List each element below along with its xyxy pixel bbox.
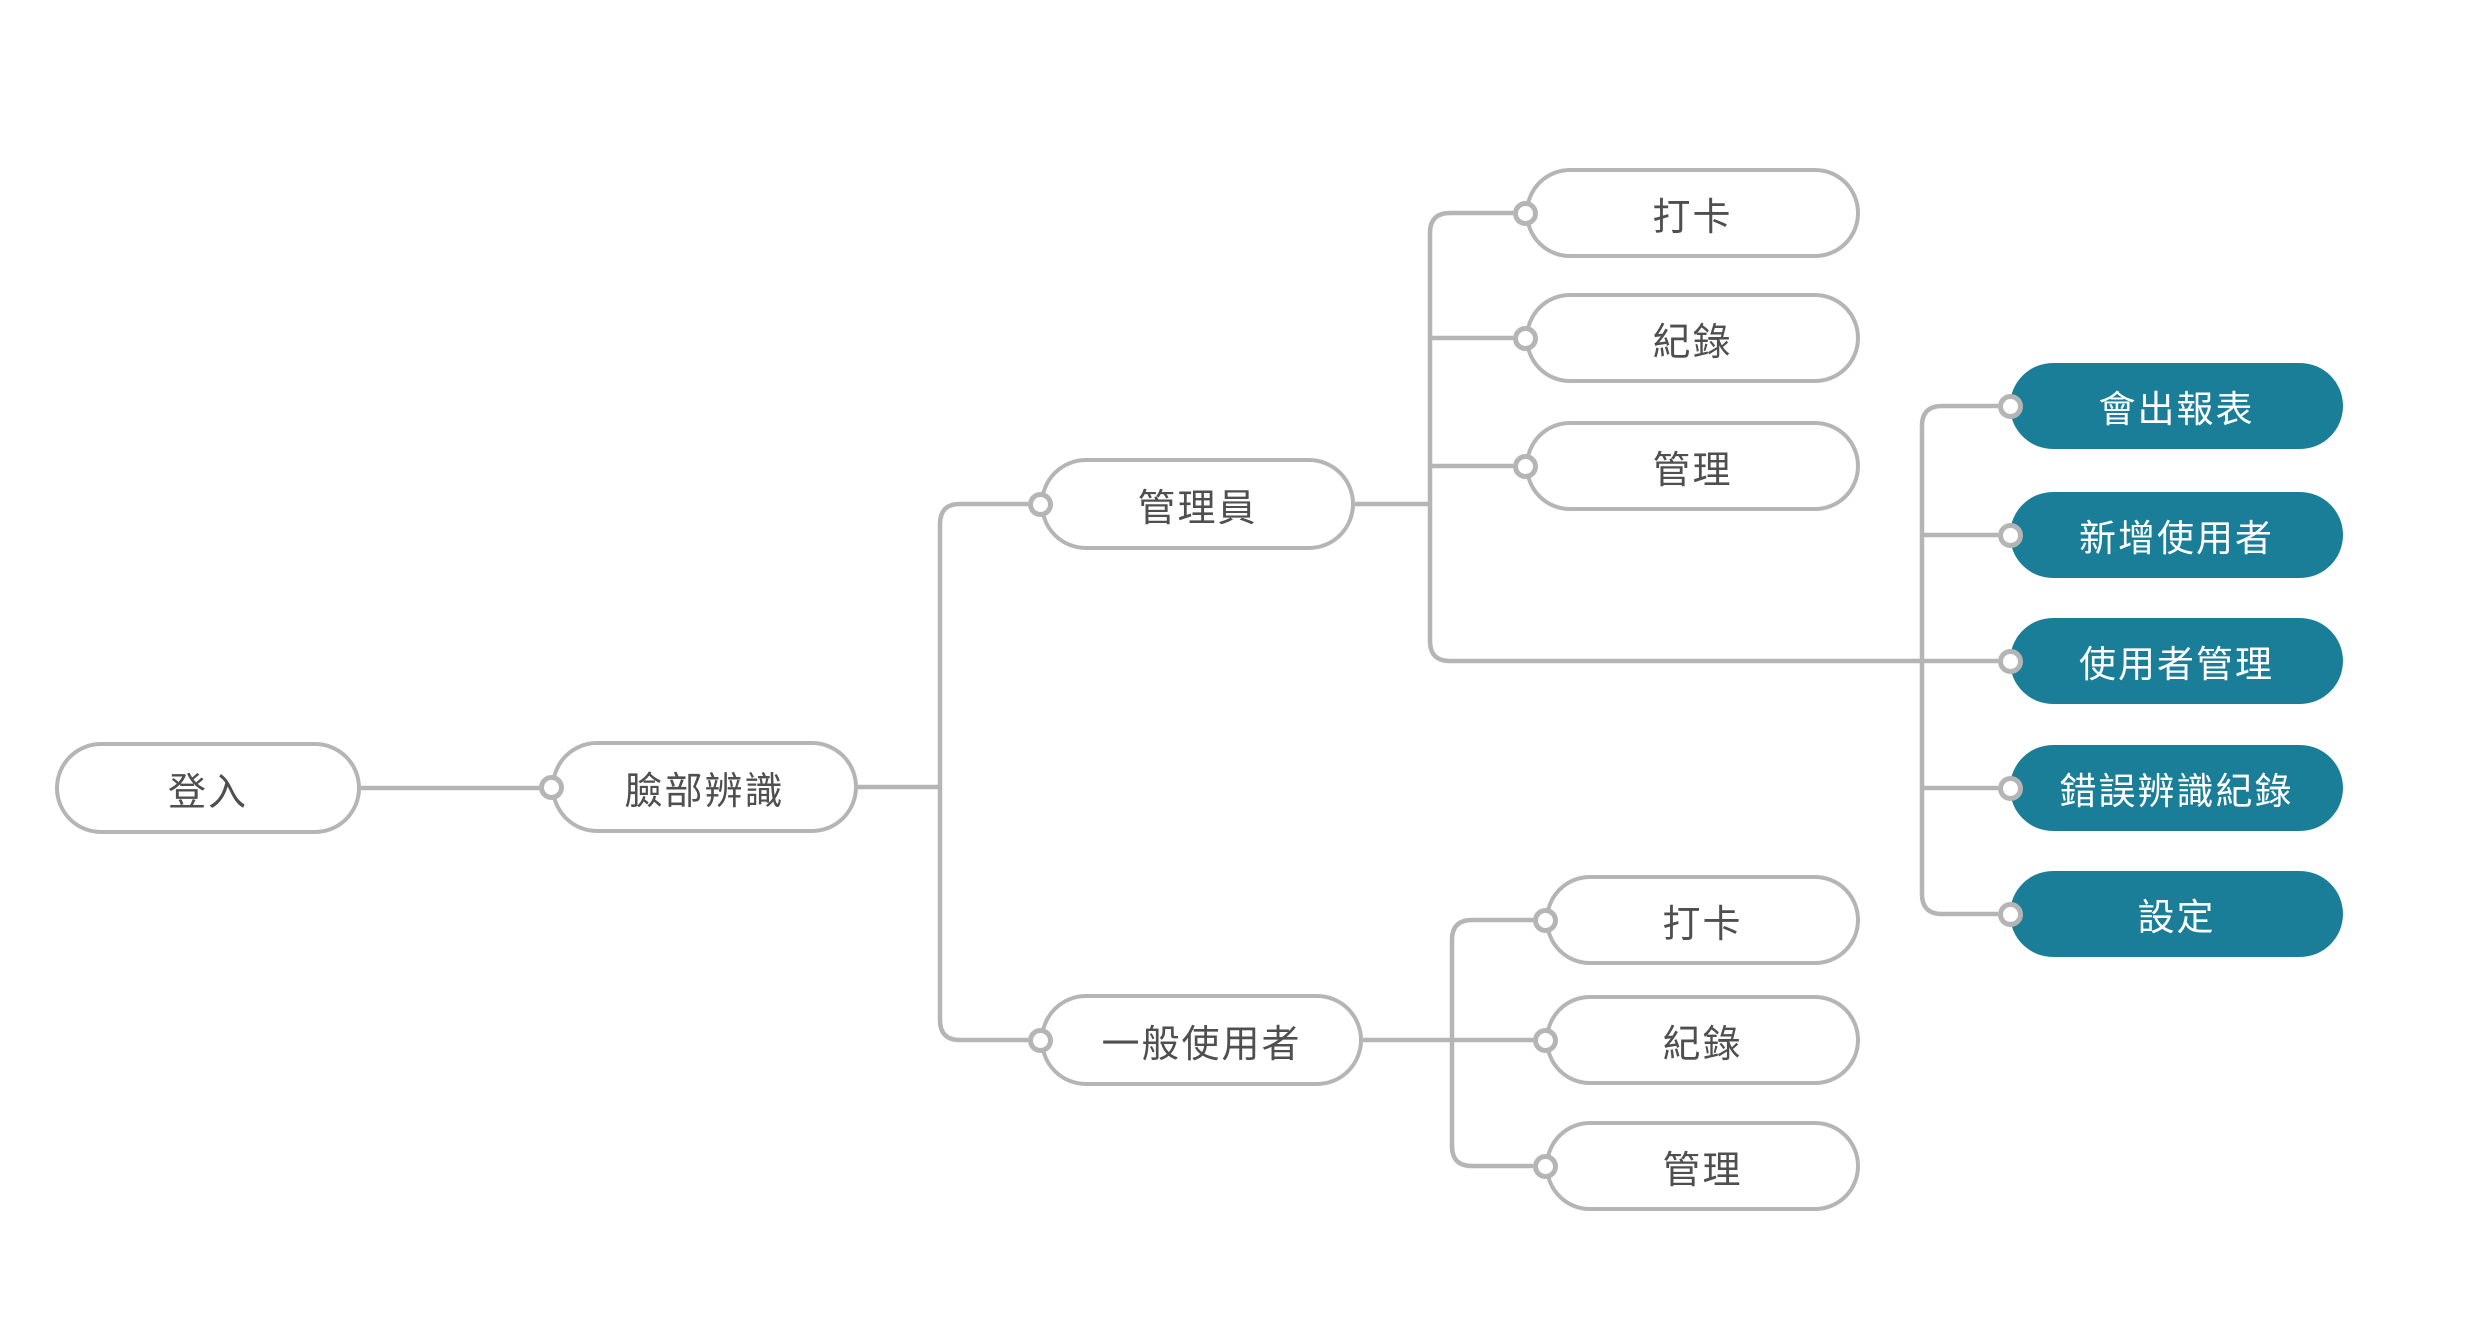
connector-face-children-trunk bbox=[937, 501, 1028, 1043]
node-face-recognition[interactable]: 臉部辨識 bbox=[551, 741, 858, 833]
node-login[interactable]: 登入 bbox=[55, 742, 361, 834]
node-error-recognition-log[interactable]: 錯誤辨識紀錄 bbox=[2010, 745, 2343, 831]
connector-dot-settings bbox=[1998, 902, 2023, 927]
node-admin-punch[interactable]: 打卡 bbox=[1525, 168, 1860, 258]
connector-dot-user-record bbox=[1533, 1028, 1558, 1053]
node-user-manage[interactable]: 管理 bbox=[1545, 1121, 1860, 1211]
connector-user-children-trunk bbox=[1449, 917, 1533, 1169]
connector-dot-general-user bbox=[1028, 1028, 1053, 1053]
connector-dot-admin bbox=[1028, 492, 1053, 517]
node-admin-record[interactable]: 紀錄 bbox=[1525, 293, 1860, 383]
node-settings[interactable]: 設定 bbox=[2010, 871, 2343, 957]
connector-dot-user-management bbox=[1998, 649, 2023, 674]
node-admin-manage[interactable]: 管理 bbox=[1525, 421, 1860, 511]
connector-dot-admin-record bbox=[1513, 326, 1538, 351]
node-admin[interactable]: 管理員 bbox=[1040, 458, 1355, 550]
node-user-management[interactable]: 使用者管理 bbox=[2010, 618, 2343, 704]
node-general-user[interactable]: 一般使用者 bbox=[1040, 994, 1363, 1086]
connector-dot-add-user bbox=[1998, 523, 2023, 548]
connector-dot-face bbox=[539, 775, 564, 800]
connector-dot-export-report bbox=[1998, 394, 2023, 419]
connector-admin-children-trunk bbox=[1427, 210, 1998, 664]
connector-dot-error-recognition-log bbox=[1998, 776, 2023, 801]
node-export-report[interactable]: 會出報表 bbox=[2010, 363, 2343, 449]
connector-dot-user-manage bbox=[1533, 1154, 1558, 1179]
node-add-user[interactable]: 新增使用者 bbox=[2010, 492, 2343, 578]
node-user-punch[interactable]: 打卡 bbox=[1545, 875, 1860, 965]
node-user-record[interactable]: 紀錄 bbox=[1545, 995, 1860, 1085]
connector-dot-admin-punch bbox=[1513, 201, 1538, 226]
connector-teal-children-trunk bbox=[1919, 403, 1998, 917]
connector-dot-admin-manage bbox=[1513, 454, 1538, 479]
connector-dot-user-punch bbox=[1533, 908, 1558, 933]
